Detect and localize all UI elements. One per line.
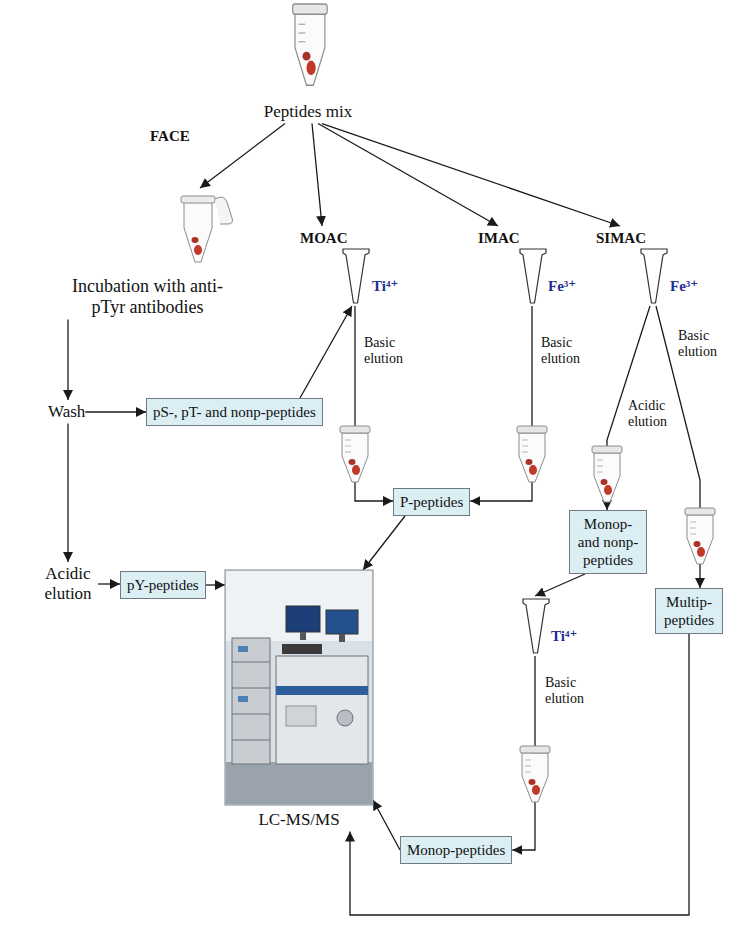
node-text: Fe³⁺ xyxy=(670,278,698,295)
flow-arrow xyxy=(98,583,120,584)
process-box: P-peptides xyxy=(393,488,470,516)
flow-arrow xyxy=(300,306,352,398)
column-tip: IMAC Fe³⁺ xyxy=(478,226,583,306)
node-text: Peptides mix xyxy=(255,102,361,122)
node-text: Acidic elution xyxy=(38,564,98,603)
flow-arrow xyxy=(200,124,285,188)
edge-label: Basic elution xyxy=(364,335,410,367)
flow-arrow xyxy=(322,124,620,226)
eluate-tube xyxy=(685,508,715,564)
step-label: Peptides mix xyxy=(255,100,361,124)
step-label: LC-MS/MS xyxy=(225,570,373,832)
node-text: Incubation with anti-pTyr antibodies xyxy=(60,276,235,317)
flow-arrow xyxy=(470,306,532,501)
flow-arrow xyxy=(312,124,322,226)
node-text: IMAC xyxy=(478,230,520,247)
step-label: Wash xyxy=(48,400,85,424)
column-tip: SIMAC Fe³⁺ xyxy=(596,226,706,306)
open-tube xyxy=(181,196,233,262)
flow-arrow xyxy=(206,584,225,585)
flow-arrow xyxy=(373,800,400,850)
edge-label: Basic elution xyxy=(545,675,591,707)
pipette-tip xyxy=(342,248,372,306)
step-label: Acidic elution xyxy=(38,562,98,605)
step-label: Incubation with anti-pTyr antibodies xyxy=(60,188,235,319)
edge-label: Basic elution xyxy=(678,328,724,360)
node-text: LC-MS/MS xyxy=(225,810,373,830)
node-text: Monop-peptides xyxy=(407,841,505,859)
pipette-tip xyxy=(522,598,552,656)
edge-label: Basic elution xyxy=(541,335,587,367)
pipette-tip-outline xyxy=(641,249,667,303)
process-box: pS-, pT- and nonp-peptides xyxy=(146,398,323,426)
pipette-tip-outline xyxy=(520,249,546,303)
process-box: Multip-peptides xyxy=(655,588,723,634)
node-text: pS-, pT- and nonp-peptides xyxy=(153,403,316,421)
node-text: Wash xyxy=(48,402,85,422)
node-text: MOAC xyxy=(300,230,348,247)
flow-arrow xyxy=(67,424,68,562)
eluate-tube xyxy=(340,426,370,482)
column-tip: MOAC Ti⁴⁺ xyxy=(300,226,405,306)
edge-label: FACE xyxy=(150,128,190,145)
pipette-tip xyxy=(519,248,549,306)
sample-tube xyxy=(293,4,328,85)
pipette-tip-outline xyxy=(523,599,549,653)
node-text: Multip-peptides xyxy=(662,593,716,629)
node-text: Monop- and nonp-peptides xyxy=(576,515,640,569)
eluate-tube xyxy=(520,746,550,802)
node-text: Ti⁴⁺ xyxy=(551,628,577,645)
eluate-tube xyxy=(517,426,547,482)
node-text: SIMAC xyxy=(596,230,646,247)
process-box: Monop- and nonp-peptides xyxy=(569,510,647,574)
node-text: pY-peptides xyxy=(127,576,199,594)
flow-arrow xyxy=(350,634,689,915)
pipette-tip-outline xyxy=(343,249,369,303)
flow-arrow xyxy=(363,516,405,570)
eluate-tube xyxy=(592,446,622,502)
process-box: pY-peptides xyxy=(120,571,206,599)
process-box: Monop-peptides xyxy=(400,836,512,864)
flow-arrow xyxy=(67,319,68,400)
flow-arrow xyxy=(85,411,146,412)
flow-arrow xyxy=(535,574,585,596)
node-text: Ti⁴⁺ xyxy=(372,278,398,295)
pipette-tip xyxy=(640,248,670,306)
node-text: Fe³⁺ xyxy=(548,278,576,295)
node-text: P-peptides xyxy=(400,493,463,511)
lc-ms-photo xyxy=(225,570,373,805)
edge-label: Acidic elution xyxy=(628,398,674,430)
column-tip: Ti⁴⁺ xyxy=(515,596,585,656)
